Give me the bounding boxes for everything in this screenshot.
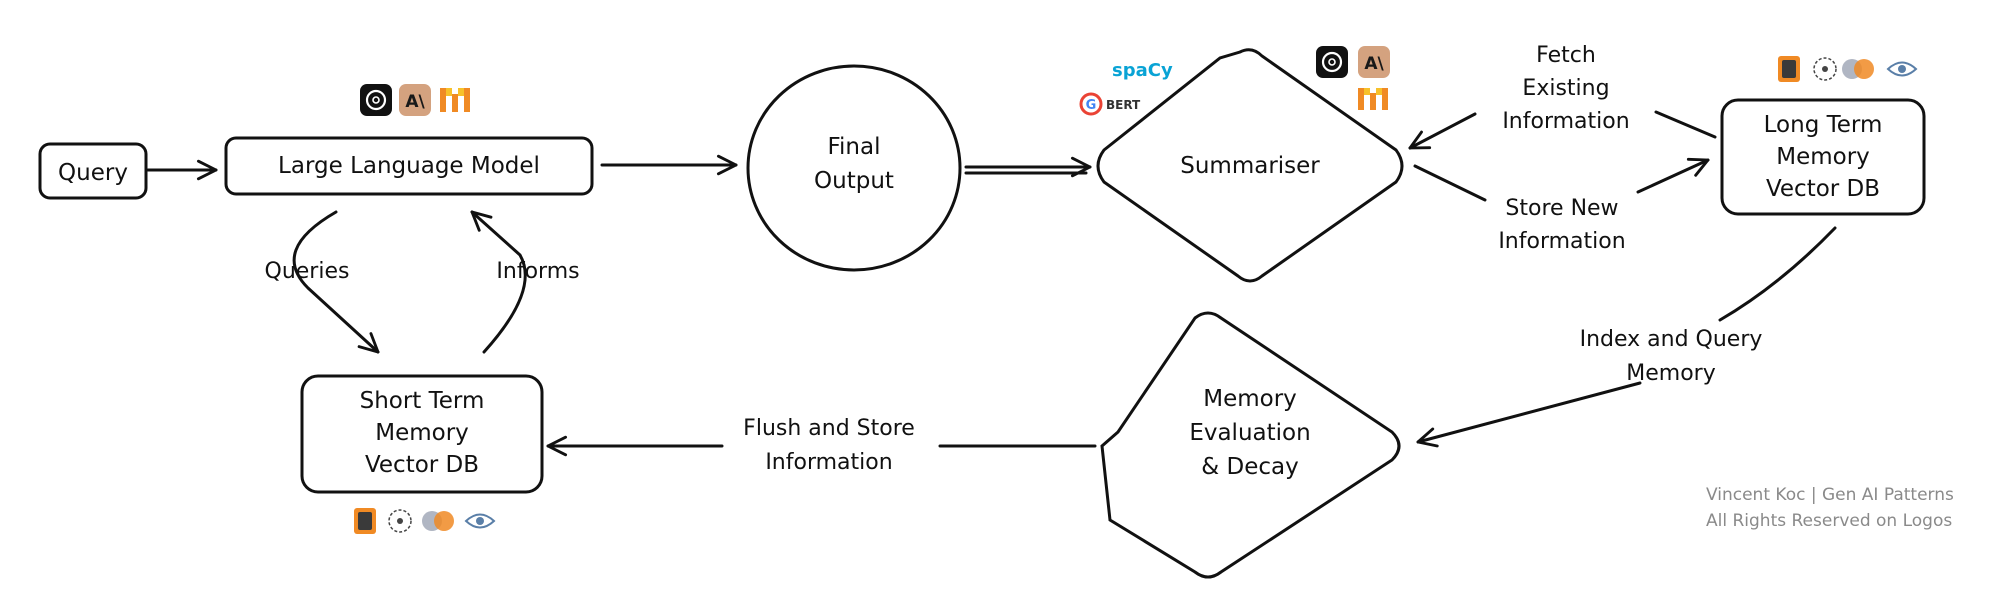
credit-line-2: All Rights Reserved on Logos — [1706, 511, 1952, 531]
spacy-logo: spaCy — [1112, 60, 1173, 81]
svg-text:G: G — [1086, 98, 1097, 113]
eye-icon — [1886, 61, 1918, 77]
edge-label-informs: Informs — [496, 259, 579, 284]
anthropic-icon: A\ — [399, 84, 431, 116]
credit-line-1: Vincent Koc | Gen AI Patterns — [1706, 485, 1954, 505]
eye-icon — [464, 513, 496, 529]
node-long-term-line-3: Vector DB — [1766, 176, 1880, 202]
openai-icon — [360, 84, 392, 116]
node-llm-label: Large Language Model — [278, 153, 540, 179]
edge-label-flush-store-line-2: Information — [765, 450, 892, 475]
node-final-output: Final Output — [746, 64, 962, 272]
summariser-llm-logos: A\ — [1316, 46, 1390, 110]
node-evaluation-line-1: Memory — [1203, 386, 1297, 412]
llm-logo-group: A\ — [360, 84, 470, 116]
svg-text:A\: A\ — [405, 92, 425, 112]
edge-label-flush-store-line-1: Flush and Store — [743, 416, 915, 441]
cluster-icon — [1813, 57, 1837, 81]
edge-label-fetch-line-2: Existing — [1522, 76, 1609, 101]
edge-fetch — [1408, 110, 1717, 150]
openai-icon — [1316, 46, 1348, 78]
mistral-icon — [440, 88, 470, 112]
short-term-db-logos — [354, 508, 496, 534]
edge-label-store-new-line-1: Store New — [1505, 196, 1618, 221]
edge-queries — [292, 210, 380, 354]
node-summariser: Summariser — [1096, 48, 1404, 283]
edge-label-store-new-line-2: Information — [1498, 229, 1625, 254]
edge-label-index-query-line-1: Index and Query — [1580, 327, 1763, 352]
node-short-term-line-2: Memory — [375, 420, 469, 446]
edge-index-query — [1416, 226, 1837, 448]
edge-output-summariser — [964, 156, 1092, 178]
node-evaluation-line-2: Evaluation — [1189, 420, 1310, 446]
edge-label-queries: Queries — [265, 259, 350, 284]
svg-text:BERT: BERT — [1106, 98, 1141, 112]
node-final-output-line-2: Output — [814, 168, 894, 194]
node-short-term-memory: Short Term Memory Vector DB — [300, 374, 544, 494]
node-memory-evaluation: Memory Evaluation & Decay — [1100, 311, 1401, 579]
edge-label-index-query-line-2: Memory — [1626, 361, 1715, 386]
node-long-term-line-1: Long Term — [1764, 112, 1883, 138]
overlap-circles-icon — [1842, 59, 1874, 79]
node-query-label: Query — [58, 160, 128, 186]
svg-text:A\: A\ — [1364, 54, 1384, 74]
edge-informs — [470, 210, 527, 354]
node-short-term-line-1: Short Term — [360, 388, 485, 414]
node-long-term-memory: Long Term Memory Vector DB — [1720, 98, 1926, 216]
node-short-term-line-3: Vector DB — [365, 452, 479, 478]
summariser-nlp-logos: spaCy G BERT — [1079, 60, 1173, 116]
edge-label-fetch-line-3: Information — [1502, 109, 1629, 134]
vector-db-icon — [354, 508, 376, 534]
overlap-circles-icon — [422, 511, 454, 531]
node-long-term-line-2: Memory — [1776, 144, 1870, 170]
node-llm: Large Language Model — [224, 136, 594, 196]
vector-db-icon — [1778, 56, 1800, 82]
mistral-icon — [1358, 88, 1388, 110]
anthropic-icon: A\ — [1358, 46, 1390, 78]
node-summariser-label: Summariser — [1180, 153, 1320, 179]
edge-label-fetch-line-1: Fetch — [1536, 43, 1596, 68]
cluster-icon — [388, 509, 412, 533]
node-final-output-line-1: Final — [827, 134, 880, 160]
google-bert-logo: G BERT — [1079, 92, 1141, 116]
edge-store-new — [1413, 157, 1710, 202]
node-evaluation-line-3: & Decay — [1201, 454, 1298, 480]
long-term-db-logos — [1778, 56, 1918, 82]
node-query: Query — [38, 142, 148, 200]
